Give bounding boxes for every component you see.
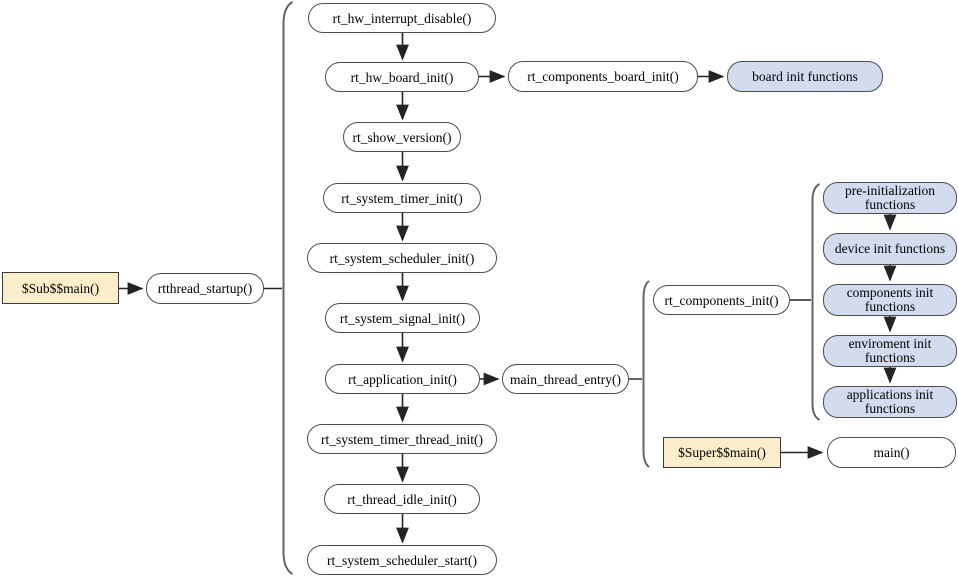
node-rt-system-timer-init: rt_system_timer_init() xyxy=(323,183,481,213)
node-rt-show-version: rt_show_version() xyxy=(343,122,461,152)
node-components-init-functions: components init functions xyxy=(823,284,957,316)
node-pre-initialization-functions: pre-initialization functions xyxy=(823,182,957,214)
node-rtthread-startup: rtthread_startup() xyxy=(146,273,264,304)
node-enviroment-init-functions: enviroment init functions xyxy=(823,335,957,367)
brace-rt-components-init-group xyxy=(811,183,821,421)
node-super-main: $Super$$main() xyxy=(663,437,781,468)
brace-rtthread-startup-group xyxy=(282,1,294,575)
brace-main-thread-entry-group xyxy=(642,280,650,468)
node-rt-system-signal-init: rt_system_signal_init() xyxy=(325,303,480,333)
node-board-init-functions: board init functions xyxy=(727,61,883,92)
node-applications-init-functions: applications init functions xyxy=(823,386,957,418)
node-rt-components-board-init: rt_components_board_init() xyxy=(508,61,698,92)
node-device-init-functions: device init functions xyxy=(823,233,957,265)
node-rt-components-init: rt_components_init() xyxy=(653,285,790,315)
node-rt-system-scheduler-init: rt_system_scheduler_init() xyxy=(307,243,497,273)
node-rt-hw-interrupt-disable: rt_hw_interrupt_disable() xyxy=(308,3,496,33)
node-rt-thread-idle-init: rt_thread_idle_init() xyxy=(324,484,480,514)
node-rt-system-scheduler-start: rt_system_scheduler_start() xyxy=(307,545,497,575)
node-rt-application-init: rt_application_init() xyxy=(325,364,480,394)
node-sub-main: $Sub$$main() xyxy=(2,272,119,304)
node-main-thread-entry: main_thread_entry() xyxy=(502,364,629,394)
node-rt-system-timer-thread-init: rt_system_timer_thread_init() xyxy=(307,424,497,454)
node-rt-hw-board-init: rt_hw_board_init() xyxy=(325,62,479,92)
node-main: main() xyxy=(827,437,956,468)
